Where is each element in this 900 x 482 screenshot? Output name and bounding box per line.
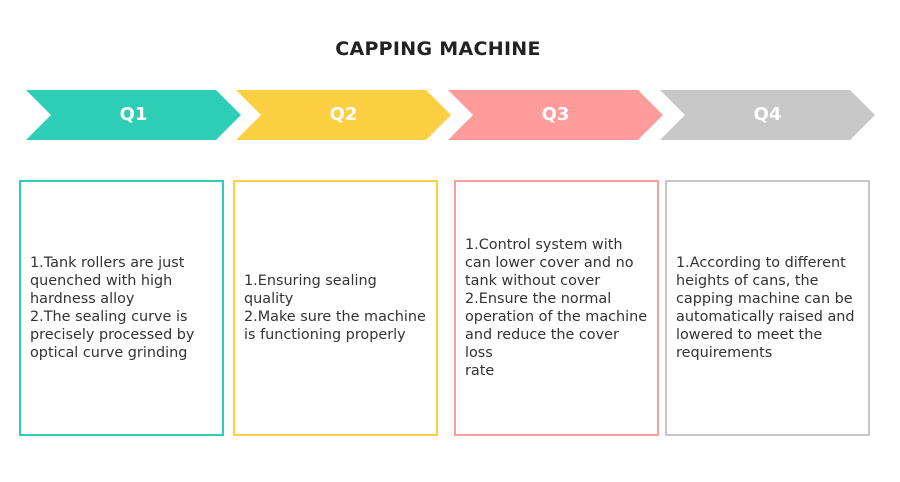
step-card-q3: 1.Control system with can lower cover an… <box>454 180 659 436</box>
description-line: rate <box>465 363 495 379</box>
step-description: 1.Ensuring sealing quality 2.Make sure t… <box>235 272 436 344</box>
description-line: optical curve grinding <box>30 345 188 361</box>
description-line: 1.Tank rollers are just <box>30 255 185 271</box>
step-label: Q2 <box>329 104 358 125</box>
step-label: Q4 <box>753 104 782 125</box>
description-line: automatically raised and <box>676 309 855 325</box>
description-line: 1.Ensuring sealing quality <box>244 273 377 307</box>
description-line: 1.According to different <box>676 255 846 271</box>
step-chevron-q3: Q3 <box>448 90 663 140</box>
chevron-shape <box>448 90 663 140</box>
page-title: CAPPING MACHINE <box>335 38 541 60</box>
step-description: 1.Tank rollers are just quenched with hi… <box>21 254 200 362</box>
description-line: operation of the machine <box>465 309 648 325</box>
description-line: is functioning properly <box>244 327 406 343</box>
step-chevron-q4: Q4 <box>660 90 875 140</box>
description-line: 2.The sealing curve is <box>30 309 188 325</box>
description-line: lowered to meet the <box>676 327 823 343</box>
step-card-q4: 1.According to different heights of cans… <box>665 180 870 436</box>
description-line: quenched with high <box>30 273 173 289</box>
description-line: tank without cover <box>465 273 601 289</box>
step-card-q2: 1.Ensuring sealing quality 2.Make sure t… <box>233 180 438 436</box>
step-chevron-q2: Q2 <box>236 90 451 140</box>
step-label: Q1 <box>119 104 148 125</box>
chevron-shape <box>660 90 875 140</box>
description-line: requirements <box>676 345 773 361</box>
description-line: 1.Control system with <box>465 237 623 253</box>
step-description: 1.Control system with can lower cover an… <box>456 236 657 380</box>
description-line: precisely processed by <box>30 327 195 343</box>
description-line: and reduce the cover loss <box>465 327 619 361</box>
description-line: hardness alloy <box>30 291 135 307</box>
description-line: heights of cans, the <box>676 273 819 289</box>
step-description: 1.According to different heights of cans… <box>667 254 861 362</box>
step-chevron-q1: Q1 <box>26 90 241 140</box>
chevron-shape <box>26 90 241 140</box>
description-line: can lower cover and no <box>465 255 634 271</box>
chevron-shape <box>236 90 451 140</box>
step-card-q1: 1.Tank rollers are just quenched with hi… <box>19 180 224 436</box>
description-line: 2.Make sure the machine <box>244 309 426 325</box>
step-label: Q3 <box>541 104 570 125</box>
description-line: capping machine can be <box>676 291 853 307</box>
description-line: 2.Ensure the normal <box>465 291 612 307</box>
